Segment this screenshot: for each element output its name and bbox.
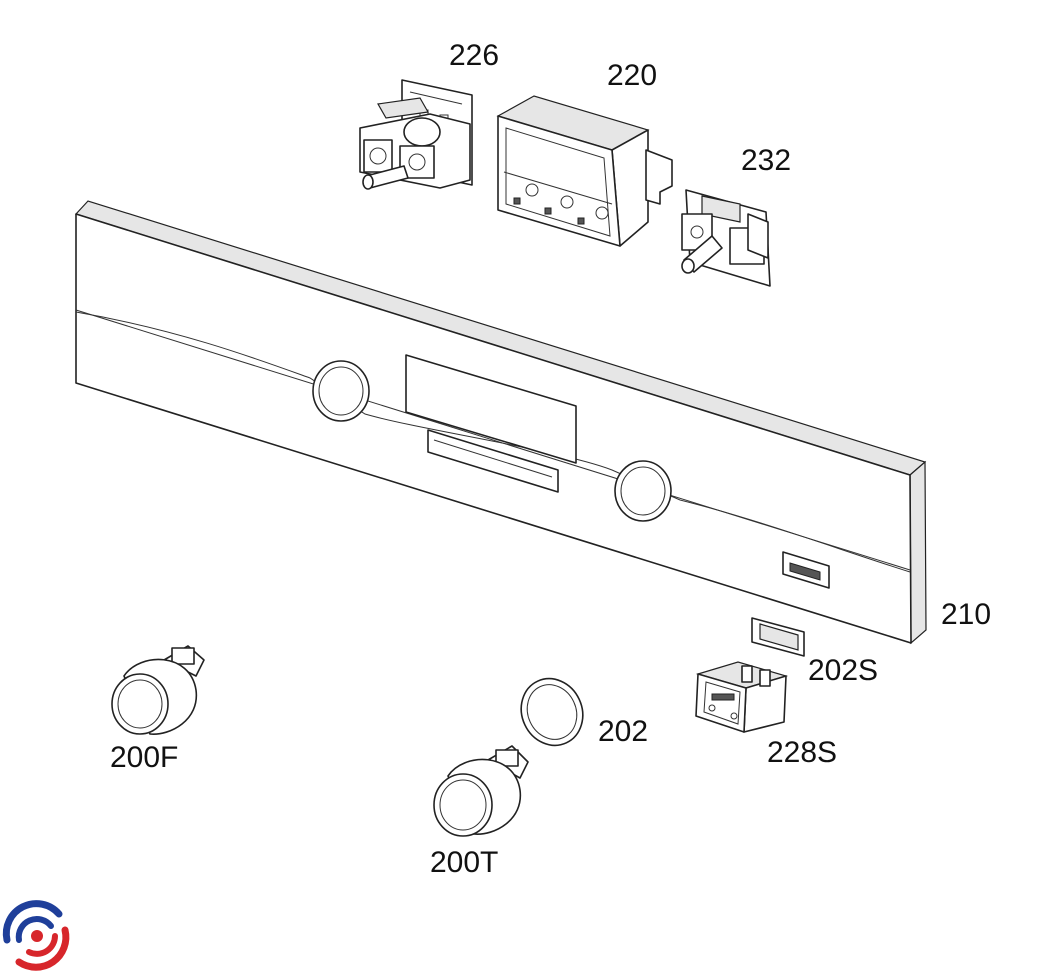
brand-logo xyxy=(2,900,71,971)
display-module-220[interactable] xyxy=(496,95,673,247)
knob-200T[interactable] xyxy=(433,745,529,837)
label-228S: 228S xyxy=(767,736,837,769)
label-232: 232 xyxy=(741,144,791,177)
trim-ring-202[interactable] xyxy=(510,669,593,756)
label-200F: 200F xyxy=(110,741,178,774)
label-220: 220 xyxy=(607,59,657,92)
switch-bezel-202S[interactable] xyxy=(751,617,805,657)
label-202S: 202S xyxy=(808,654,878,687)
knob-200F[interactable] xyxy=(111,645,205,735)
label-226: 226 xyxy=(449,39,499,72)
selector-switch-226[interactable] xyxy=(359,79,473,190)
label-210: 210 xyxy=(941,598,991,631)
control-panel-210[interactable] xyxy=(74,200,927,645)
label-202: 202 xyxy=(598,715,648,748)
thermostat-232[interactable] xyxy=(681,189,771,287)
label-200T: 200T xyxy=(430,846,498,879)
switch-228S[interactable] xyxy=(695,661,789,733)
